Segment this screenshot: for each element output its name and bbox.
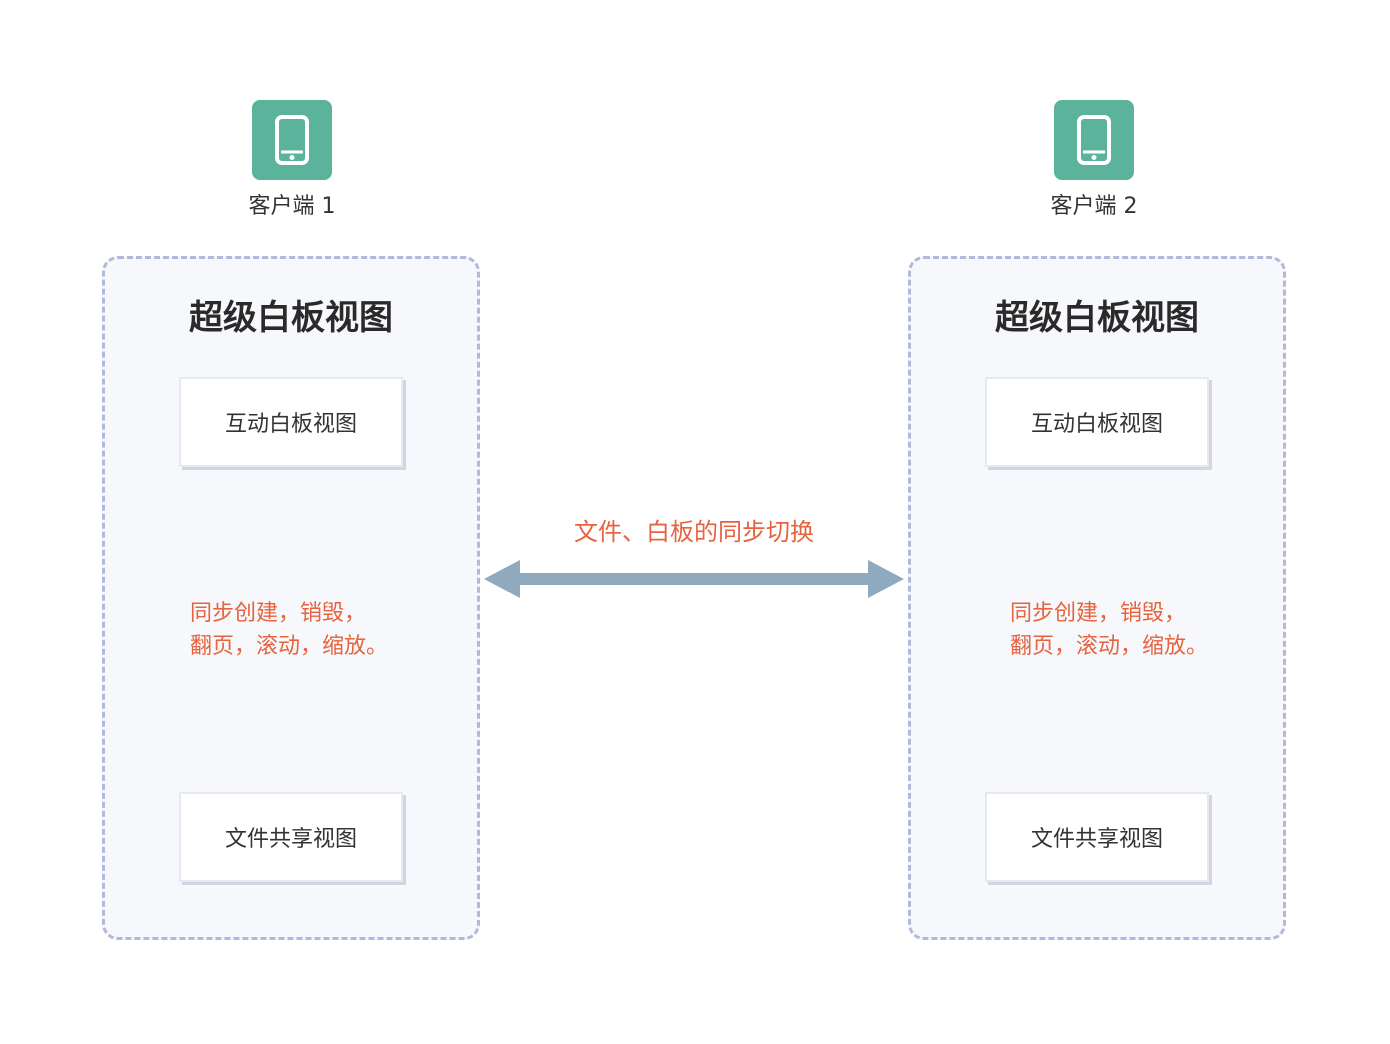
client-1-phone-icon: [252, 100, 332, 180]
right-arrowhead: [868, 560, 904, 598]
client-1-sync-text: 同步创建，销毁， 翻页，滚动，缩放。: [190, 597, 450, 663]
client-1-label: 客户端 1: [248, 194, 336, 219]
client-1-panel-title: 超级白板视图: [189, 298, 393, 338]
client-2-phone-icon: [1054, 100, 1134, 180]
client-1-file-share-view: 文件共享视图: [179, 792, 403, 882]
bidirectional-arrow-shaft: [516, 573, 872, 585]
bidirectional-arrow: [484, 560, 904, 598]
client-1-sync-line-1: 同步创建，销毁，: [190, 601, 367, 626]
client-2-label: 客户端 2: [1050, 194, 1138, 219]
mobile-phone-icon: [1077, 115, 1111, 165]
sync-switch-label: 文件、白板的同步切换: [574, 518, 814, 546]
client-2-interactive-whiteboard-view: 互动白板视图: [985, 377, 1209, 467]
client-2-sync-line-2: 翻页，滚动，缩放。: [1010, 634, 1209, 659]
client-2-sync-line-1: 同步创建，销毁，: [1010, 601, 1187, 626]
mobile-phone-icon: [275, 115, 309, 165]
left-arrowhead: [484, 560, 520, 598]
client-2-sync-text: 同步创建，销毁， 翻页，滚动，缩放。: [1010, 597, 1270, 663]
client-2-file-share-view: 文件共享视图: [985, 792, 1209, 882]
client-1-sync-line-2: 翻页，滚动，缩放。: [190, 634, 389, 659]
client-1-interactive-whiteboard-view: 互动白板视图: [179, 377, 403, 467]
client-2-panel-title: 超级白板视图: [995, 298, 1199, 338]
